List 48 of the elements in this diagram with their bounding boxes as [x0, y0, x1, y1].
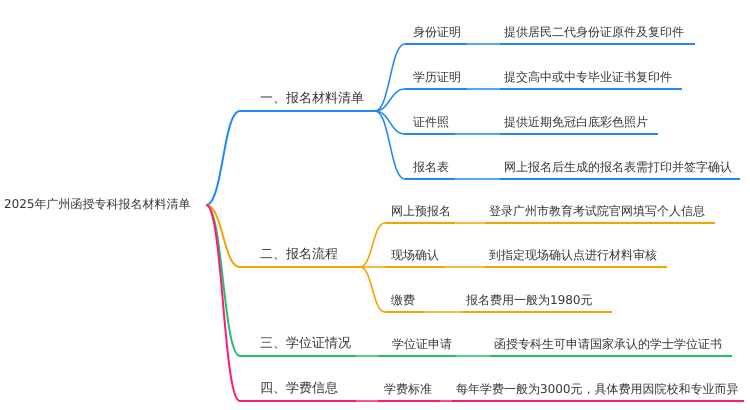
connector-line [206, 110, 240, 206]
topic-text: 提供居民二代身份证原件及复印件 [504, 24, 684, 41]
connector-line [374, 43, 406, 112]
connector-line [455, 222, 485, 224]
topic-text: 登录广州市教育考试院官网填写个人信息 [489, 203, 705, 220]
connector-line [455, 178, 500, 180]
topic-text: 学位证申请 [392, 336, 452, 353]
connector-line [374, 110, 406, 180]
topic-text: 到指定现场确认点进行材料审核 [489, 247, 657, 264]
connector-line [467, 43, 500, 45]
connector-line [425, 311, 462, 313]
connector-line [445, 266, 485, 268]
topic-text: 提供近期免冠白底彩色照片 [504, 114, 648, 131]
connector-line [360, 266, 386, 313]
connector-line [440, 400, 452, 402]
connector-line [455, 133, 500, 135]
topic-text: 四、学费信息 [260, 380, 338, 398]
topic-text: 二、报名流程 [260, 246, 338, 264]
topic-text: 报名费用一般为1980元 [466, 292, 593, 309]
topic-node [240, 333, 356, 357]
connector-line [360, 266, 385, 268]
topic-text: 2025年广州函授专科报名材料清单 [4, 196, 191, 213]
connector-line [360, 222, 386, 268]
topic-text: 证件照 [413, 114, 449, 131]
topic-text: 身份证明 [413, 24, 461, 41]
topic-text: 缴费 [391, 292, 415, 309]
topic-text: 学费标准 [384, 381, 432, 398]
topic-text: 三、学位证情况 [260, 335, 351, 354]
topic-text: 现场确认 [391, 247, 439, 264]
connector-line [374, 110, 406, 135]
connector-line [456, 355, 490, 357]
topic-node [240, 88, 375, 112]
topic-text: 学历证明 [413, 69, 461, 86]
connector-line [356, 355, 378, 357]
topic-text: 一、报名材料清单 [260, 90, 364, 108]
connector-line [205, 204, 241, 402]
topic-text: 每年学费一般为3000元，具体费用因院校和专业而异 [456, 381, 739, 398]
connector-line [356, 400, 378, 402]
connector-line [374, 88, 406, 112]
connector-line [206, 204, 240, 268]
topic-node [240, 378, 356, 402]
topic-text: 报名表 [413, 159, 449, 176]
connector-line [467, 88, 500, 90]
topic-text: 网上报名后生成的报名表需打印并签字确认 [504, 159, 732, 176]
topic-text: 提交高中或中专毕业证书复印件 [504, 69, 672, 86]
topic-text: 函授专科生可申请国家承认的学士学位证书 [494, 336, 722, 353]
topic-node [240, 244, 360, 268]
topic-text: 网上预报名 [391, 203, 451, 220]
